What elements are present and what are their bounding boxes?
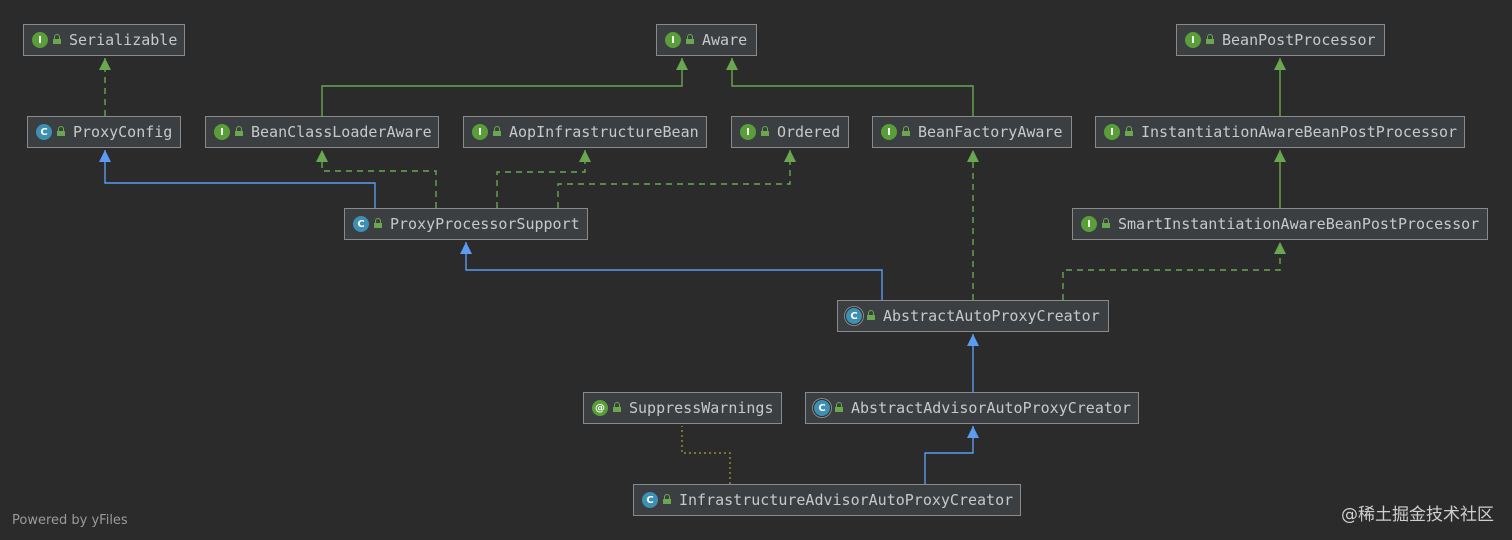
edge-proxyconfig-serializable-arrowhead bbox=[99, 58, 111, 70]
lock-icon bbox=[1102, 218, 1110, 228]
edge-proxyprocessorsupport-proxyconfig bbox=[104, 150, 376, 208]
lock-icon bbox=[902, 126, 910, 136]
node-instantiation-aware-bean-post-processor[interactable]: I InstantiationAwareBeanPostProcessor bbox=[1095, 116, 1465, 148]
class-icon: C bbox=[642, 492, 658, 508]
node-label: BeanFactoryAware bbox=[918, 123, 1063, 141]
lock-icon bbox=[867, 310, 875, 320]
edge-abstractautoproxycreator-proxyprocessorsupport bbox=[465, 242, 883, 300]
edge-abstractautoproxycreator-smartinstantiationaware-arrowhead bbox=[1274, 242, 1286, 254]
node-smart-instantiation-aware-bean-post-processor[interactable]: I SmartInstantiationAwareBeanPostProcess… bbox=[1072, 208, 1488, 240]
node-label: BeanClassLoaderAware bbox=[251, 123, 432, 141]
node-label: SmartInstantiationAwareBeanPostProcessor bbox=[1118, 215, 1480, 233]
interface-icon: I bbox=[32, 32, 48, 48]
edge-smartinstantiationaware-instantiationaware-arrowhead bbox=[1274, 150, 1286, 162]
node-bean-class-loader-aware[interactable]: I BeanClassLoaderAware bbox=[205, 116, 439, 148]
node-label: ProxyProcessorSupport bbox=[390, 215, 580, 233]
class-icon: C bbox=[353, 216, 369, 232]
interface-icon: I bbox=[1104, 124, 1120, 140]
node-label: Ordered bbox=[777, 123, 841, 141]
interface-icon: I bbox=[1081, 216, 1097, 232]
abstract-class-icon: C bbox=[814, 400, 830, 416]
lock-icon bbox=[835, 402, 843, 412]
watermark: @稀土掘金技术社区 bbox=[1341, 505, 1494, 525]
node-label: Serializable bbox=[69, 31, 178, 49]
interface-icon: I bbox=[665, 32, 681, 48]
edge-instantiationaware-beanpostprocessor-arrowhead bbox=[1274, 58, 1286, 70]
powered-by-footer: Powered by yFiles bbox=[12, 513, 128, 528]
node-abstract-advisor-auto-proxy-creator[interactable]: C AbstractAdvisorAutoProxyCreator bbox=[805, 392, 1139, 424]
lock-icon bbox=[613, 402, 621, 412]
edge-proxyprocessorsupport-beanclassloaderaware-arrowhead bbox=[316, 150, 328, 162]
node-label: AopInfrastructureBean bbox=[509, 123, 699, 141]
lock-icon bbox=[235, 126, 243, 136]
lock-icon bbox=[686, 34, 694, 44]
edge-proxyprocessorsupport-proxyconfig-arrowhead bbox=[99, 150, 111, 162]
edge-beanfactoryaware-aware bbox=[731, 58, 974, 116]
lock-icon bbox=[1125, 126, 1133, 136]
edge-abstractautoproxycreator-smartinstantiationaware bbox=[1062, 242, 1281, 300]
node-abstract-auto-proxy-creator[interactable]: C AbstractAutoProxyCreator bbox=[837, 300, 1109, 332]
node-label: AbstractAutoProxyCreator bbox=[883, 307, 1100, 325]
interface-icon: I bbox=[881, 124, 897, 140]
node-label: InstantiationAwareBeanPostProcessor bbox=[1141, 123, 1458, 141]
node-proxy-config[interactable]: C ProxyConfig bbox=[27, 116, 181, 148]
edge-proxyprocessorsupport-ordered-arrowhead bbox=[784, 150, 796, 162]
node-infrastructure-advisor-auto-proxy-creator[interactable]: C InfrastructureAdvisorAutoProxyCreator bbox=[633, 484, 1021, 516]
interface-icon: I bbox=[740, 124, 756, 140]
lock-icon bbox=[374, 218, 382, 228]
lock-icon bbox=[53, 34, 61, 44]
edge-proxyprocessorsupport-aopinfrastructurebean bbox=[496, 150, 586, 208]
interface-icon: I bbox=[1185, 32, 1201, 48]
edge-infrastructureadvisor-suppresswarnings bbox=[681, 426, 731, 484]
edge-beanclassloaderaware-aware-arrowhead bbox=[676, 58, 688, 70]
class-icon: C bbox=[36, 124, 52, 140]
node-suppress-warnings[interactable]: @ SuppressWarnings bbox=[583, 392, 782, 424]
node-label: AbstractAdvisorAutoProxyCreator bbox=[851, 399, 1131, 417]
edge-infrastructureadvisor-abstractadvisor-arrowhead bbox=[967, 426, 979, 438]
lock-icon bbox=[761, 126, 769, 136]
lock-icon bbox=[663, 494, 671, 504]
edge-infrastructureadvisor-abstractadvisor bbox=[924, 426, 974, 484]
interface-icon: I bbox=[214, 124, 230, 140]
node-label: SuppressWarnings bbox=[629, 399, 774, 417]
node-serializable[interactable]: I Serializable bbox=[23, 24, 185, 56]
node-bean-factory-aware[interactable]: I BeanFactoryAware bbox=[872, 116, 1072, 148]
edge-beanfactoryaware-aware-arrowhead bbox=[726, 58, 738, 70]
edge-abstractadvisor-abstractautoproxycreator-arrowhead bbox=[967, 334, 979, 346]
node-label: ProxyConfig bbox=[73, 123, 173, 141]
node-aop-infrastructure-bean[interactable]: I AopInfrastructureBean bbox=[463, 116, 707, 148]
lock-icon bbox=[57, 126, 65, 136]
node-label: Aware bbox=[702, 31, 748, 49]
lock-icon bbox=[493, 126, 501, 136]
abstract-class-icon: C bbox=[846, 308, 862, 324]
edge-beanclassloaderaware-aware bbox=[321, 58, 683, 116]
node-label: BeanPostProcessor bbox=[1222, 31, 1376, 49]
annotation-icon: @ bbox=[592, 400, 608, 416]
node-aware[interactable]: I Aware bbox=[656, 24, 757, 56]
lock-icon bbox=[1206, 34, 1214, 44]
edge-abstractautoproxycreator-beanfactoryaware-arrowhead bbox=[967, 150, 979, 162]
interface-icon: I bbox=[472, 124, 488, 140]
node-proxy-processor-support[interactable]: C ProxyProcessorSupport bbox=[344, 208, 588, 240]
edge-proxyprocessorsupport-beanclassloaderaware bbox=[321, 150, 437, 208]
edge-abstractautoproxycreator-proxyprocessorsupport-arrowhead bbox=[460, 242, 472, 254]
edge-proxyprocessorsupport-aopinfrastructurebean-arrowhead bbox=[579, 150, 591, 162]
node-ordered[interactable]: I Ordered bbox=[731, 116, 849, 148]
node-bean-post-processor[interactable]: I BeanPostProcessor bbox=[1176, 24, 1385, 56]
node-label: InfrastructureAdvisorAutoProxyCreator bbox=[679, 491, 1014, 509]
edge-proxyprocessorsupport-ordered bbox=[557, 150, 791, 208]
